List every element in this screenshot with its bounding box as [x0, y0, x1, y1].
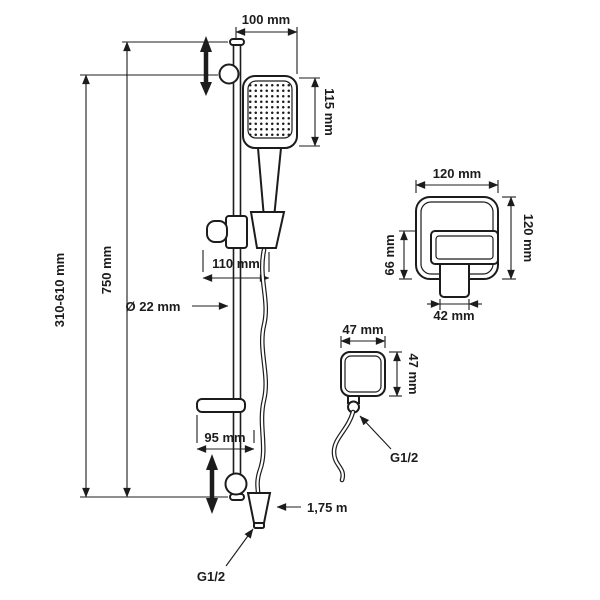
- mixer-handle: [430, 230, 499, 265]
- label-handle-width: 42 mm: [433, 308, 474, 323]
- label-hose-thread: G1/2: [197, 569, 225, 584]
- dim-handle-width: [427, 299, 482, 310]
- label-lower-bracket: 95 mm: [204, 430, 245, 445]
- handle-cup: [249, 211, 286, 249]
- dim-bracket-range: [80, 74, 218, 498]
- hand-shower: [242, 75, 298, 219]
- dimension-lines: [80, 27, 516, 567]
- mixer: [415, 196, 499, 298]
- dim-plate-width: [415, 180, 499, 193]
- slider-sleeve: [225, 215, 248, 249]
- lower-bracket: [196, 398, 246, 413]
- wall-outlet: [331, 351, 386, 483]
- wall-bracket-top: [218, 63, 240, 85]
- wall-bracket-bottom: [224, 472, 248, 496]
- dimension-labels: 100 mm 115 mm 750 mm 310-610 mm 110 mm Ø…: [52, 12, 536, 584]
- adjust-arrow-top: [200, 36, 212, 96]
- mixer-handle-inner: [435, 235, 494, 260]
- outlet-hose: [332, 410, 355, 482]
- slider-bracket: [206, 211, 286, 249]
- label-handle-height: 66 mm: [382, 234, 397, 275]
- spray-face: [247, 80, 293, 139]
- outlet-plate-inner: [344, 355, 382, 393]
- label-hose-length: 1,75 m: [307, 500, 347, 515]
- label-outlet-height: 47 mm: [406, 353, 421, 394]
- outlet-plate: [340, 351, 386, 397]
- label-plate-width: 120 mm: [433, 166, 481, 181]
- label-outlet-width: 47 mm: [342, 322, 383, 337]
- label-head-width: 100 mm: [242, 12, 290, 27]
- leader-outlet-thread: [359, 415, 392, 450]
- slider-knob: [206, 220, 228, 243]
- rail-top-cap: [229, 38, 245, 46]
- dim-lower-bracket: [196, 415, 255, 453]
- adjust-arrow-bottom: [206, 454, 218, 514]
- label-bracket-range: 310-610 mm: [52, 253, 67, 327]
- dim-outlet-height: [389, 351, 402, 397]
- label-head-height: 115 mm: [322, 88, 337, 136]
- leader-hose-thread: [225, 528, 254, 567]
- shower-hose: [246, 247, 272, 529]
- dim-slider-width: [202, 250, 270, 282]
- dim-head-width: [235, 27, 298, 74]
- hand-shower-handle: [256, 147, 283, 219]
- dim-rail-length: [80, 41, 228, 498]
- label-outlet-thread: G1/2: [390, 450, 418, 465]
- hose-connector-nut: [253, 522, 265, 529]
- hose-connector-cone: [246, 492, 272, 524]
- dim-plate-height: [502, 196, 516, 280]
- dim-outlet-width: [340, 336, 386, 348]
- label-rail-diameter: Ø 22 mm: [126, 299, 181, 314]
- label-slider-width: 110 mm: [212, 256, 260, 271]
- dim-head-height: [299, 77, 320, 147]
- label-plate-height: 120 mm: [521, 214, 536, 262]
- label-rail-length: 750 mm: [99, 246, 114, 294]
